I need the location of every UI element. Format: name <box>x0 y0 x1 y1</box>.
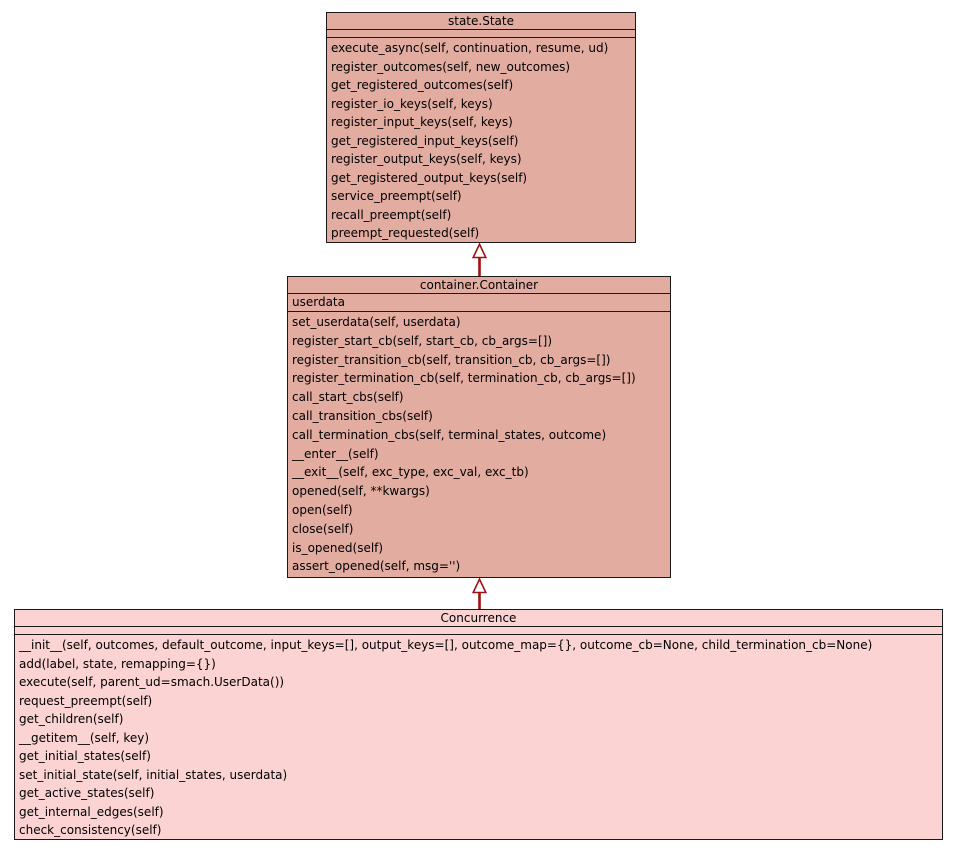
method-item: get_active_states(self) <box>19 786 155 800</box>
inheritance-arrow-concurrence-to-container <box>471 578 488 609</box>
method-item: check_consistency(self) <box>19 823 162 837</box>
method-item: set_initial_state(self, initial_states, … <box>19 767 288 782</box>
method-item: call_transition_cbs(self) <box>292 408 433 423</box>
method-item: execute_async(self, continuation, resume… <box>331 41 609 55</box>
method-item: __enter__(self) <box>292 446 379 461</box>
method-item: add(label, state, remapping={}) <box>19 656 216 671</box>
method-item: __exit__(self, exc_type, exc_val, exc_tb… <box>292 465 529 480</box>
method-item: register_output_keys(self, keys) <box>331 152 522 166</box>
class-box-container-container: container.Container userdata set_userdat… <box>287 276 671 578</box>
attributes-compartment <box>327 30 635 38</box>
method-item: service_preempt(self) <box>331 189 462 203</box>
class-name-concurrence: Concurrence <box>15 610 942 627</box>
methods-compartment: set_userdata(self, userdata) register_st… <box>288 312 670 576</box>
method-item: call_termination_cbs(self, terminal_stat… <box>292 427 607 442</box>
method-item: register_termination_cb(self, terminatio… <box>292 371 636 386</box>
method-item: set_userdata(self, userdata) <box>292 315 461 329</box>
method-item: recall_preempt(self) <box>331 207 452 222</box>
method-item: preempt_requested(self) <box>331 226 480 240</box>
method-item: register_outcomes(self, new_outcomes) <box>331 59 571 74</box>
method-item: request_preempt(self) <box>19 693 153 708</box>
method-item: get_registered_outcomes(self) <box>331 78 514 92</box>
method-item: get_registered_output_keys(self) <box>331 170 528 185</box>
class-box-state-state: state.State execute_async(self, continua… <box>326 12 636 243</box>
method-item: execute(self, parent_ud=smach.UserData()… <box>19 675 285 689</box>
method-item: assert_opened(self, msg='') <box>292 559 461 574</box>
method-item: get_initial_states(self) <box>19 749 151 763</box>
attributes-compartment: userdata <box>288 294 670 312</box>
method-item: opened(self, **kwargs) <box>292 484 430 499</box>
method-item: get_internal_edges(self) <box>19 804 164 819</box>
method-item: register_start_cb(self, start_cb, cb_arg… <box>292 333 552 348</box>
methods-compartment: __init__(self, outcomes, default_outcome… <box>15 635 942 839</box>
attribute-item: userdata <box>292 295 345 309</box>
method-item: open(self) <box>292 502 353 517</box>
attributes-compartment <box>15 627 942 635</box>
method-item: call_start_cbs(self) <box>292 390 404 405</box>
methods-compartment: execute_async(self, continuation, resume… <box>327 38 635 242</box>
method-item: is_opened(self) <box>292 540 384 555</box>
class-name-state-state: state.State <box>327 13 635 30</box>
method-item: get_children(self) <box>19 712 124 726</box>
method-item: get_registered_input_keys(self) <box>331 133 519 148</box>
method-item: close(self) <box>292 521 354 536</box>
class-name-container-container: container.Container <box>288 277 670 294</box>
method-item: register_transition_cb(self, transition_… <box>292 352 611 367</box>
method-item: __init__(self, outcomes, default_outcome… <box>19 638 873 652</box>
class-box-concurrence: Concurrence __init__(self, outcomes, def… <box>14 609 943 840</box>
method-item: register_io_keys(self, keys) <box>331 96 493 111</box>
method-item: __getitem__(self, key) <box>19 730 150 745</box>
inheritance-arrow-container-to-state <box>471 243 488 276</box>
method-item: register_input_keys(self, keys) <box>331 115 513 129</box>
